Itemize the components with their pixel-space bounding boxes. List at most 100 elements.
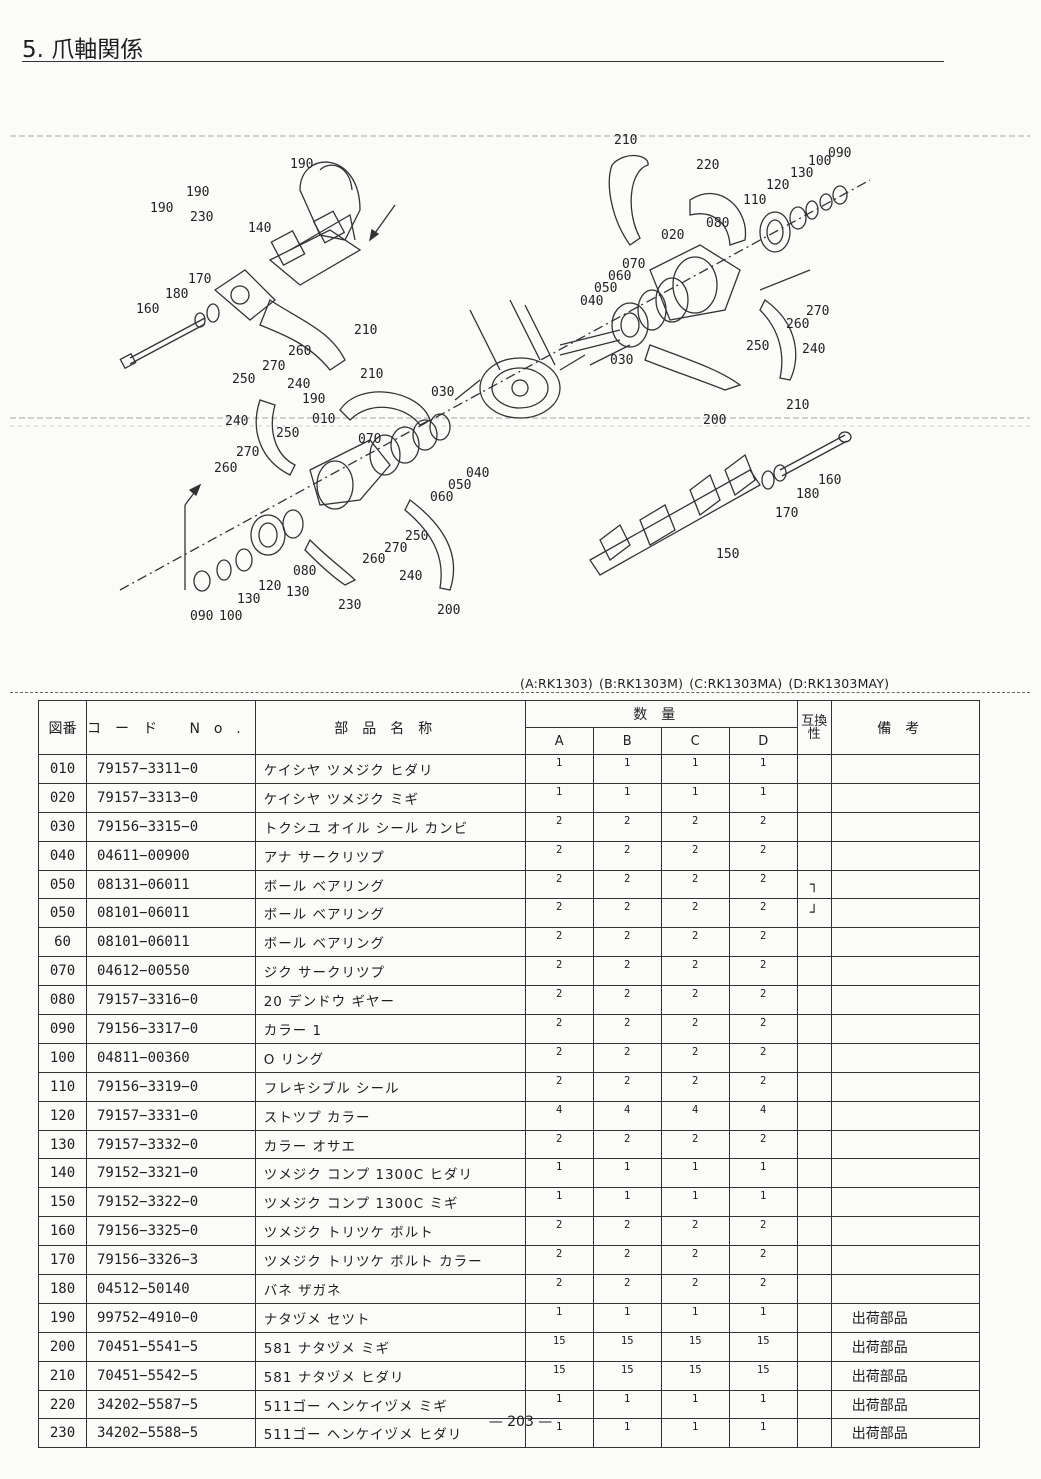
cell-qty-c: 2 <box>660 927 730 958</box>
cell-fig-no: 040 <box>38 840 87 871</box>
callout: 250 <box>232 372 255 387</box>
cell-interchangeability <box>796 1071 832 1102</box>
callout: 210 <box>360 367 383 382</box>
cell-qty-b: 2 <box>592 1216 662 1247</box>
cell-qty-b: 1 <box>592 1418 662 1449</box>
cell-qty-a: 2 <box>524 1071 594 1102</box>
cell-remarks <box>830 782 980 813</box>
callout: 130 <box>237 592 260 607</box>
cell-qty-c: 2 <box>660 898 730 929</box>
cell-qty-b: 2 <box>592 1014 662 1044</box>
callout: 190 <box>186 185 209 200</box>
section-title: 5. 爪軸関係 <box>22 37 144 63</box>
cell-remarks <box>830 1245 980 1276</box>
cell-fig-no: 020 <box>38 782 87 813</box>
cell-qty-b: 1 <box>592 1187 662 1218</box>
callout: 190 <box>290 157 313 172</box>
cell-fig-no: 190 <box>38 1302 87 1333</box>
cell-code-no: 79157−3313−0 <box>86 782 256 813</box>
cell-part-name: ツメジク コンプ 1300C ミギ <box>254 1187 526 1218</box>
cell-interchangeability: ┐ <box>796 869 832 900</box>
cell-qty-a: 15 <box>524 1360 594 1391</box>
cell-qty-c: 1 <box>660 1418 730 1449</box>
model-b: (B:RK1303M) <box>599 676 684 691</box>
cell-code-no: 34202−5587−5 <box>86 1389 256 1420</box>
cell-qty-b: 1 <box>592 754 662 784</box>
callout: 270 <box>236 445 259 460</box>
cell-remarks <box>830 927 980 958</box>
callout: 200 <box>703 413 726 428</box>
cell-fig-no: 60 <box>38 927 87 958</box>
cell-qty-d: 2 <box>728 1245 798 1276</box>
cell-interchangeability <box>796 927 832 958</box>
header-qty-c: C <box>660 727 730 755</box>
cell-remarks: 出荷部品 <box>830 1418 980 1449</box>
cell-qty-c: 1 <box>660 1158 730 1189</box>
model-c: (C:RK1303MA) <box>689 676 783 691</box>
cell-qty-a: 1 <box>524 1158 594 1189</box>
cell-qty-b: 2 <box>592 956 662 987</box>
cell-qty-d: 4 <box>728 1100 798 1131</box>
cell-interchangeability: ┘ <box>796 898 832 929</box>
cell-remarks <box>830 956 980 987</box>
cell-qty-a: 1 <box>524 1187 594 1218</box>
callout: 030 <box>610 353 633 368</box>
callout: 240 <box>802 342 825 357</box>
cell-code-no: 79157−3332−0 <box>86 1129 256 1160</box>
callout: 130 <box>286 585 309 600</box>
cell-interchangeability <box>796 1129 832 1160</box>
callout: 150 <box>716 547 739 562</box>
cell-qty-c: 2 <box>660 1245 730 1276</box>
cell-qty-d: 2 <box>728 869 798 900</box>
page-number: — 203 — <box>488 1414 553 1430</box>
cell-part-name: カラー オサエ <box>254 1129 526 1160</box>
cell-qty-b: 15 <box>592 1331 662 1362</box>
cell-qty-d: 2 <box>728 956 798 987</box>
cell-interchangeability <box>796 1274 832 1304</box>
cell-part-name: 581 ナタヅメ ミギ <box>254 1331 526 1362</box>
cell-qty-d: 2 <box>728 985 798 1016</box>
cell-interchangeability <box>796 1360 832 1391</box>
cell-code-no: 70451−5542−5 <box>86 1360 256 1391</box>
cell-part-name: ツメジク コンプ 1300C ヒダリ <box>254 1158 526 1189</box>
cell-code-no: 79152−3321−0 <box>86 1158 256 1189</box>
callout: 260 <box>214 461 237 476</box>
divider <box>10 692 1030 693</box>
cell-part-name: ツメジク トリツケ ボルト カラー <box>254 1245 526 1276</box>
exploded-parts-diagram: 190 190 190 230 140 170 180 160 210 260 … <box>10 133 1030 624</box>
callout: 180 <box>796 487 819 502</box>
cell-qty-b: 2 <box>592 1042 662 1073</box>
cell-interchangeability <box>796 1042 832 1073</box>
cell-interchangeability <box>796 1302 832 1333</box>
cell-qty-c: 1 <box>660 782 730 813</box>
cell-code-no: 99752−4910−0 <box>86 1302 256 1333</box>
cell-part-name: ボール ベアリング <box>254 869 526 900</box>
cell-fig-no: 110 <box>38 1071 87 1102</box>
cell-part-name: フレキシブル シール <box>254 1071 526 1102</box>
cell-qty-d: 1 <box>728 754 798 784</box>
cell-qty-d: 1 <box>728 1302 798 1333</box>
callout: 040 <box>466 466 489 481</box>
cell-qty-a: 2 <box>524 1274 594 1304</box>
callout: 190 <box>302 392 325 407</box>
callout: 200 <box>437 603 460 618</box>
cell-part-name: ナタヅメ セツト <box>254 1302 526 1333</box>
callout: 270 <box>262 359 285 374</box>
cell-qty-b: 2 <box>592 840 662 871</box>
cell-part-name: アナ サークリツプ <box>254 840 526 871</box>
callout: 240 <box>287 377 310 392</box>
cell-qty-b: 2 <box>592 898 662 929</box>
cell-qty-c: 2 <box>660 840 730 871</box>
cell-qty-d: 2 <box>728 1014 798 1044</box>
cell-qty-c: 2 <box>660 1274 730 1304</box>
callout: 240 <box>225 414 248 429</box>
cell-fig-no: 180 <box>38 1274 87 1304</box>
cell-qty-a: 1 <box>524 1418 594 1449</box>
